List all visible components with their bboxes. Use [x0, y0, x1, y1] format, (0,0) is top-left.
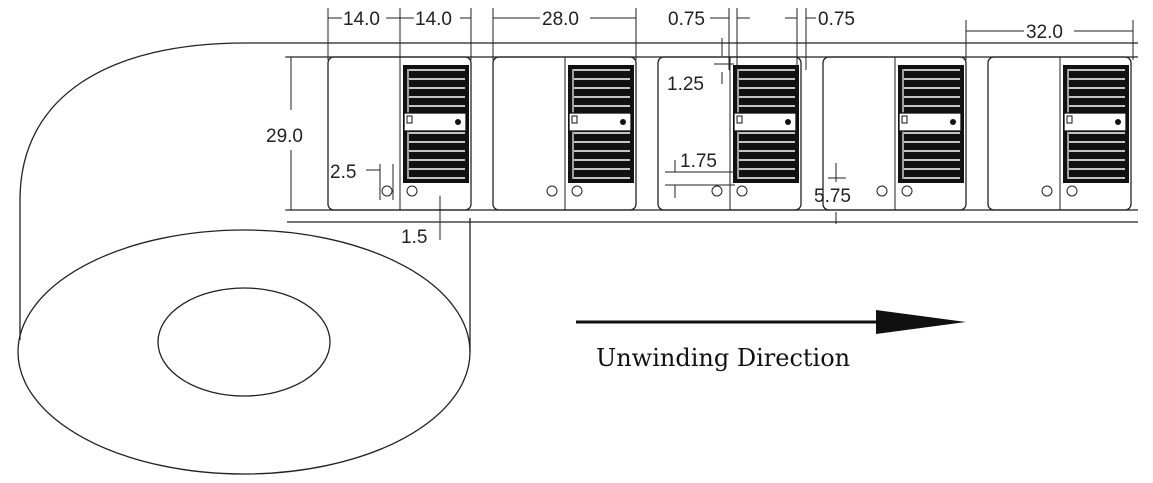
- hole-left-icon: [711, 185, 723, 197]
- dim-label-height: 29.0: [266, 126, 303, 147]
- chip-dot-icon: [1115, 119, 1121, 125]
- hole-left-icon: [876, 185, 888, 197]
- label-roll: [17, 42, 471, 475]
- chip-marker-icon: [571, 115, 578, 124]
- dim-gap-left: 0.75: [668, 9, 705, 30]
- unwinding-direction: Unwinding Direction: [576, 310, 966, 372]
- hole-left-icon: [1041, 185, 1053, 197]
- dim-hole-offset: 1.75: [680, 151, 717, 172]
- hole-right-icon: [736, 185, 748, 197]
- chip-strap: [403, 112, 467, 132]
- rfid-label: [327, 56, 472, 211]
- hole-right-icon: [406, 185, 418, 197]
- chip-marker-icon: [1066, 115, 1073, 124]
- chip-dot-icon: [950, 119, 956, 125]
- chip-strap: [898, 112, 962, 132]
- chip-strap: [733, 112, 797, 132]
- dimension-lines: [285, 8, 1134, 240]
- dim-half-width-left: 14.0: [343, 9, 380, 30]
- rfid-label: [987, 56, 1132, 211]
- chip-strap: [568, 112, 632, 132]
- rfid-label: [822, 56, 967, 211]
- dim-liner-margin: 5.75: [814, 186, 851, 207]
- chip-dot-icon: [785, 119, 791, 125]
- dim-half-width-right: 14.0: [415, 9, 452, 30]
- chip-marker-icon: [901, 115, 908, 124]
- hole-left-icon: [381, 185, 393, 197]
- hole-right-icon: [1066, 185, 1078, 197]
- hole-left-icon: [546, 185, 558, 197]
- dim-gap-right: 0.75: [818, 9, 855, 30]
- roll-face: [17, 229, 471, 475]
- chip-marker-icon: [406, 115, 413, 124]
- dim-bottom-edge: 1.5: [401, 227, 427, 248]
- chip-dot-icon: [620, 119, 626, 125]
- chip-marker-icon: [736, 115, 743, 124]
- dim-antenna-top-margin: 1.25: [667, 74, 704, 95]
- hole-right-icon: [901, 185, 913, 197]
- rfid-label: [492, 56, 637, 211]
- hole-right-icon: [571, 185, 583, 197]
- dim-pitch: 32.0: [1026, 22, 1063, 43]
- rfid-labels: [327, 56, 1132, 211]
- dim-antenna-side-offset: 2.5: [330, 162, 356, 183]
- arrow-head-icon: [876, 310, 966, 334]
- roll-core: [157, 287, 331, 397]
- liner-strip: [245, 42, 1138, 223]
- dim-label-width: 28.0: [542, 9, 579, 30]
- dimension-labels: 14.0 14.0 28.0 0.75 0.75 32.0 29.0 1.25 …: [266, 9, 1063, 248]
- chip-strap: [1063, 112, 1127, 132]
- chip-dot-icon: [455, 119, 461, 125]
- direction-label: Unwinding Direction: [596, 344, 850, 372]
